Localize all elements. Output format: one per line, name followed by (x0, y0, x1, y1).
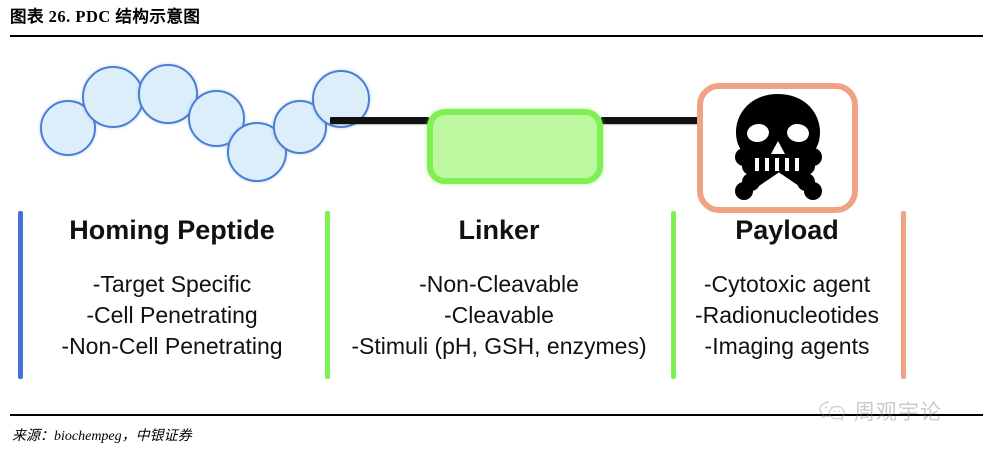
divider-right-salmon (901, 211, 906, 379)
legend-item: -Non-Cleavable (419, 271, 579, 297)
title-divider (10, 35, 983, 37)
divider-mid-green-2 (671, 211, 676, 379)
legend-title-payload: Payload (735, 215, 839, 245)
legend-column-linker: Linker -Non-Cleavable -Cleavable -Stimuli (… (330, 205, 668, 362)
title-bar: 图表 26. PDC 结构示意图 (10, 6, 983, 37)
legend-section: Homing Peptide -Target Specific -Cell Pene… (0, 205, 993, 385)
pdc-structure-diagram (0, 38, 993, 213)
connector-linker-to-payload (601, 117, 699, 124)
legend-column-homing-peptide: Homing Peptide -Target Specific -Cell Pene… (22, 205, 322, 362)
legend-items-payload: -Cytotoxic agent -Radionucleotides -Imagin… (676, 269, 898, 362)
legend-items-homing-peptide: -Target Specific -Cell Penetrating -Non-Ce… (22, 269, 322, 362)
legend-title-homing-peptide: Homing Peptide (69, 215, 275, 245)
payload-shape (697, 83, 858, 213)
legend-item: -Cell Penetrating (86, 302, 258, 328)
legend-item: -Imaging agents (704, 333, 870, 359)
legend-column-payload: Payload -Cytotoxic agent -Radionucleotides… (676, 205, 898, 362)
peptide-bead-chain (40, 38, 370, 198)
legend-item: -Radionucleotides (694, 302, 880, 328)
peptide-bead-3 (138, 64, 198, 124)
legend-item: -Cleavable (444, 302, 554, 328)
footer-divider (10, 414, 983, 416)
connector-peptide-to-linker (330, 117, 429, 124)
legend-title-linker: Linker (458, 215, 540, 245)
wechat-icon (819, 401, 845, 422)
page-title: 图表 26. PDC 结构示意图 (10, 7, 201, 26)
skull-and-crossbones-icon (734, 94, 822, 200)
legend-items-linker: -Non-Cleavable -Cleavable -Stimuli (pH, GS… (330, 269, 668, 362)
legend-item: -Target Specific (92, 271, 252, 297)
peptide-bead-5 (227, 122, 287, 182)
peptide-bead-2 (82, 66, 144, 128)
legend-item: -Cytotoxic agent (703, 271, 871, 297)
legend-item: -Non-Cell Penetrating (61, 333, 283, 359)
linker-shape (427, 109, 603, 184)
source-note: 来源：biochempeg，中银证券 (12, 429, 192, 444)
divider-left-blue (18, 211, 23, 379)
watermark: 周观宇论 (818, 396, 988, 426)
watermark-text: 周观宇论 (854, 401, 942, 424)
divider-mid-green-1 (325, 211, 330, 379)
legend-item: -Stimuli (pH, GSH, enzymes) (351, 333, 647, 359)
